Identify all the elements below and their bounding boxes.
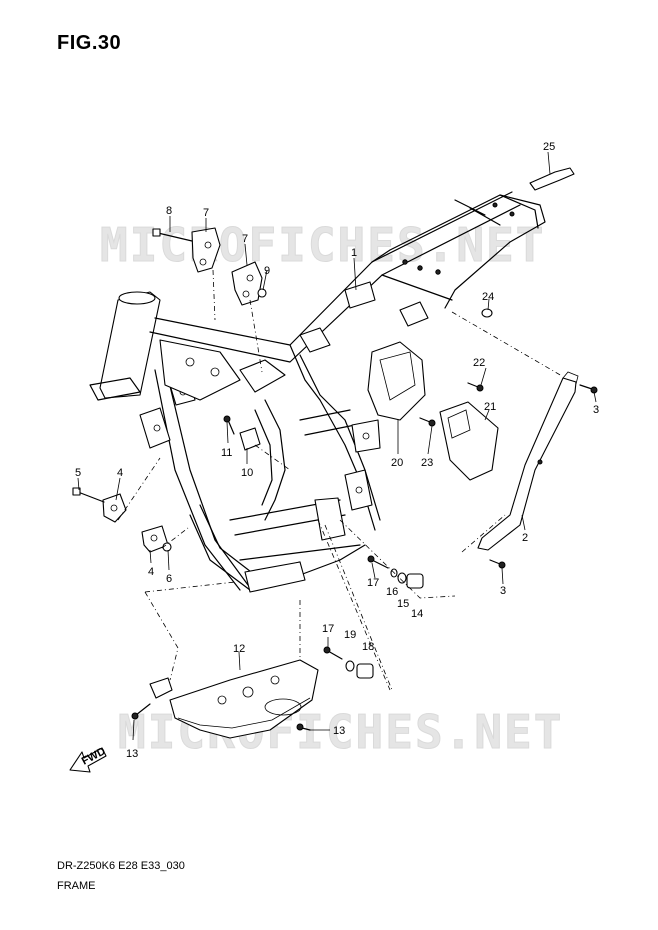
callout-7-right: 7 bbox=[242, 233, 248, 245]
callout-7-left: 7 bbox=[203, 207, 209, 219]
callout-17-lower: 17 bbox=[322, 623, 334, 635]
callout-11: 11 bbox=[221, 447, 232, 459]
callout-10: 10 bbox=[241, 467, 253, 479]
part-25-strap bbox=[529, 167, 575, 191]
part-3-bolt-lower bbox=[489, 559, 501, 565]
callout-4-upper: 4 bbox=[117, 467, 123, 479]
part-3-bolt-upper bbox=[579, 384, 593, 390]
part-8-bolt bbox=[157, 232, 193, 242]
fwd-arrow-icon: FWD bbox=[69, 745, 108, 773]
callout-23: 23 bbox=[421, 457, 433, 469]
callout-20: 20 bbox=[391, 457, 403, 469]
callout-25: 25 bbox=[543, 141, 555, 153]
part-18-bushing bbox=[356, 663, 374, 679]
part-24-cap bbox=[481, 308, 493, 318]
callout-4-lower: 4 bbox=[148, 566, 154, 578]
callout-22: 22 bbox=[473, 357, 485, 369]
part-17-bolt-upper bbox=[371, 559, 389, 569]
figure-caption: FRAME bbox=[57, 880, 96, 892]
figure-title: FIG.30 bbox=[57, 32, 122, 54]
part-7-bracket-right bbox=[231, 261, 263, 306]
callout-8: 8 bbox=[166, 205, 172, 217]
main-frame bbox=[89, 191, 546, 593]
callout-15: 15 bbox=[397, 598, 409, 610]
callout-1: 1 bbox=[351, 247, 357, 259]
callout-6: 6 bbox=[166, 573, 172, 585]
part-4-bracket-upper bbox=[102, 493, 127, 523]
model-code: DR-Z250K6 E28 E33_030 bbox=[57, 860, 185, 872]
callout-3-lower: 3 bbox=[500, 585, 506, 597]
part-9-nut bbox=[257, 288, 267, 298]
part-11-bolt bbox=[227, 419, 235, 435]
part-13-bolt-rear bbox=[301, 727, 311, 731]
assembly-dash-lines bbox=[117, 269, 563, 691]
part-15-washer bbox=[397, 572, 407, 584]
part-19-washer bbox=[345, 660, 355, 672]
part-14-bushing bbox=[406, 573, 424, 589]
callout-5: 5 bbox=[75, 467, 81, 479]
leader-lines bbox=[77, 151, 597, 741]
part-12-skid-plate bbox=[169, 659, 319, 739]
part-17-bolt-lower bbox=[327, 650, 343, 660]
part-6-nut bbox=[162, 542, 172, 552]
callout-13-front: 13 bbox=[126, 748, 138, 760]
part-20-guard bbox=[367, 341, 426, 421]
callout-3-upper: 3 bbox=[593, 404, 599, 416]
part-23-bolt bbox=[419, 417, 431, 423]
callout-12: 12 bbox=[233, 643, 245, 655]
part-22-bolt bbox=[467, 382, 479, 388]
callout-14: 14 bbox=[411, 608, 423, 620]
callout-19: 19 bbox=[344, 629, 356, 641]
fwd-label: FWD bbox=[80, 745, 108, 767]
callout-2: 2 bbox=[522, 532, 528, 544]
callout-24: 24 bbox=[482, 291, 494, 303]
callout-21: 21 bbox=[484, 401, 496, 413]
part-13-bolt-front bbox=[135, 703, 151, 716]
callout-13-rear: 13 bbox=[333, 725, 345, 737]
part-5-bolt bbox=[77, 491, 105, 503]
part-10-mount bbox=[239, 427, 261, 451]
callout-9: 9 bbox=[264, 265, 270, 277]
part-7-bracket-left bbox=[191, 227, 221, 273]
part-21-cover bbox=[439, 401, 499, 481]
callout-16: 16 bbox=[386, 586, 398, 598]
callout-18: 18 bbox=[362, 641, 374, 653]
part-2-rear-stay bbox=[477, 377, 577, 551]
callout-17-upper: 17 bbox=[367, 577, 379, 589]
part-4-bracket-lower bbox=[141, 525, 169, 553]
callout-labels: 25 1 2 3 3 4 4 5 6 7 7 8 9 10 11 12 13 1… bbox=[75, 141, 599, 760]
